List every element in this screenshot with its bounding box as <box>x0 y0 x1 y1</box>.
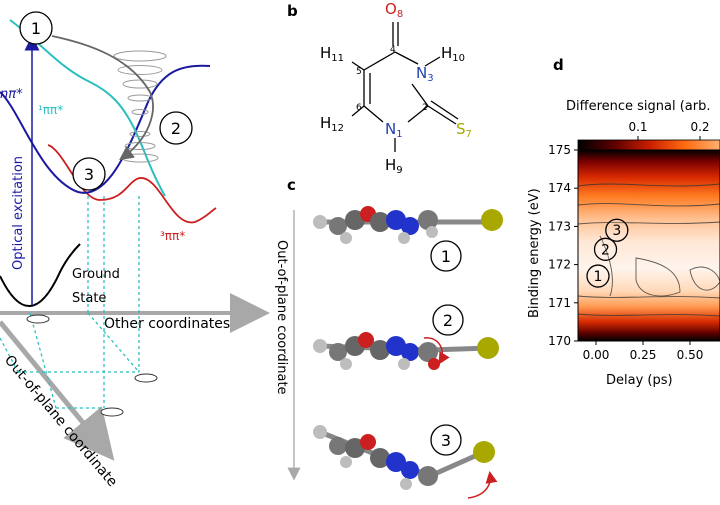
colorbar-title: Difference signal (arb. <box>566 99 711 114</box>
out-of-plane-axis-label: Out-of-plane coordinate <box>1 352 120 490</box>
heatmap-markers: 1 23 <box>586 218 629 288</box>
svg-text:3: 3 <box>612 223 621 239</box>
x-tick-label: 0.50 <box>677 348 704 362</box>
snapshot-2-label: 2 <box>432 304 464 336</box>
svg-text:2: 2 <box>443 311 453 330</box>
y-tick-label: 174 <box>548 181 571 195</box>
panel-c: c Out-of-plane coordinate 1 <box>274 176 503 499</box>
y-tick-label: 172 <box>548 258 571 272</box>
heatmap-marker-2: 2 <box>593 237 618 261</box>
other-coordinates-label: Other coordinates <box>104 316 230 332</box>
ground-label-1: Ground <box>72 267 120 282</box>
molecule-bonds <box>351 22 459 152</box>
y-axis-label: Binding energy (eV) <box>527 188 542 318</box>
colorbar <box>577 139 720 151</box>
projection-lines <box>0 196 140 409</box>
colorbar-tick-label: 0.2 <box>690 120 709 134</box>
atom-O8: O8 <box>385 0 403 20</box>
svg-text:3: 3 <box>84 165 94 184</box>
atom-S7: S7 <box>456 120 472 140</box>
triplet-pi-pi-star-label: ³ππ* <box>160 229 185 243</box>
panel-d-label: d <box>553 56 564 74</box>
atom-H11: H11 <box>320 44 344 64</box>
svg-text:1: 1 <box>31 19 41 38</box>
carbon-5-index: 5 <box>356 67 362 77</box>
trajectory-arrow <box>51 35 154 161</box>
atom-H12: H12 <box>320 114 344 134</box>
colorbar-ticks: 0.1 0.2 <box>628 120 710 140</box>
svg-text:3: 3 <box>441 431 451 450</box>
molecule-snapshot-1 <box>313 206 503 244</box>
heatmap-marker-3: 3 <box>605 218 629 242</box>
svg-text:1: 1 <box>441 247 451 266</box>
optical-excitation-label: Optical excitation <box>11 156 26 270</box>
snapshot-3-label: 3 <box>430 424 462 456</box>
svg-text:2: 2 <box>601 242 610 258</box>
x-tick-label: 0.25 <box>630 348 657 362</box>
x-tick-label: 0.00 <box>583 348 610 362</box>
panel-c-label: c <box>287 176 296 194</box>
n-pi-star-label: nπ* <box>0 87 23 102</box>
ground-label-2: State <box>72 291 106 306</box>
atom-N3: N3 <box>416 64 434 84</box>
molecule-snapshot-2 <box>313 332 499 370</box>
heatmap-marker-1: 1 <box>586 264 610 288</box>
panel-a: Out-of-plane coordinate Other coordinate… <box>0 11 270 490</box>
x-axis-ticks: 0.00 0.25 0.50 <box>583 341 704 362</box>
x-axis-label: Delay (ps) <box>606 373 673 388</box>
y-axis-ticks: 170 171 172 173 174 175 <box>548 143 578 348</box>
atom-H10: H10 <box>441 44 465 64</box>
state-3-marker: 3 <box>72 157 106 191</box>
panel-c-axis-label: Out-of-plane coordinate <box>274 240 289 395</box>
snapshot-1-label: 1 <box>430 240 462 272</box>
heatmap <box>578 150 720 341</box>
ground-state-curve <box>0 243 81 307</box>
n-pi-star-curve <box>0 64 211 194</box>
y-tick-label: 170 <box>548 334 571 348</box>
y-tick-label: 171 <box>548 296 571 310</box>
panel-b-label: b <box>287 2 298 20</box>
carbon-6-index: 6 <box>356 103 362 113</box>
projection-markers <box>26 314 158 417</box>
singlet-pi-pi-star-label: ¹ππ* <box>38 103 63 117</box>
svg-text:1: 1 <box>594 269 603 285</box>
out-of-plane-axis-arrow <box>0 320 115 461</box>
carbon-4-index: 4 <box>390 45 396 55</box>
singlet-pi-pi-star-curve <box>9 19 166 197</box>
triplet-pi-pi-star-curve <box>47 144 217 224</box>
state-1-marker: 1 <box>19 11 53 45</box>
molecule-snapshot-3 <box>313 425 498 499</box>
panel-b: b O8 H11 H10 N3 H12 N1 S7 H9 4 5 <box>287 0 472 176</box>
atom-H9: H9 <box>385 156 403 176</box>
y-tick-label: 175 <box>548 143 571 157</box>
state-2-marker: 2 <box>159 111 193 145</box>
atom-N1: N1 <box>385 120 403 140</box>
carbon-2-index: 2 <box>422 103 428 113</box>
svg-text:2: 2 <box>171 119 181 138</box>
y-tick-label: 173 <box>548 219 571 233</box>
colorbar-tick-label: 0.1 <box>628 120 647 134</box>
